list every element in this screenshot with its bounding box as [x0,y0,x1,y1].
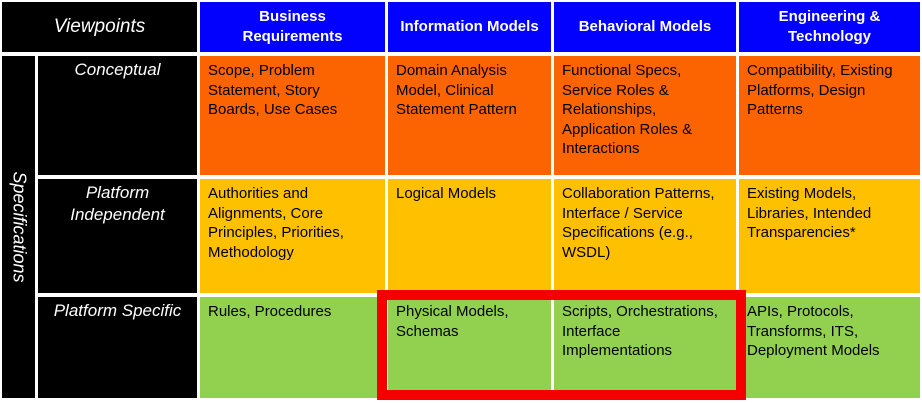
column-header-information-models: Information Models [388,2,551,52]
cell-platform-specific-information-models: Physical Models, Schemas [388,297,551,398]
cell-conceptual-engineering-technology: Compatibility, Existing Platforms, Desig… [739,56,920,175]
column-header-engineering-technology: Engineering & Technology [739,2,920,52]
viewpoints-header: Viewpoints [2,2,197,52]
cell-platform-independent-business-requirements: Authorities and Alignments, Core Princip… [200,179,385,293]
cell-platform-specific-engineering-technology: APIs, Protocols, Transforms, ITS, Deploy… [739,297,920,398]
column-header-business-requirements: Business Requirements [200,2,385,52]
cell-platform-specific-business-requirements: Rules, Procedures [200,297,385,398]
cell-conceptual-behavioral-models: Functional Specs, Service Roles & Relati… [554,56,736,175]
cell-conceptual-business-requirements: Scope, Problem Statement, Story Boards, … [200,56,385,175]
specifications-side-label: Specifications [9,171,29,283]
cell-platform-independent-engineering-technology: Existing Models, Libraries, Intended Tra… [739,179,920,293]
cell-conceptual-information-models: Domain Analysis Model, Clinical Statemen… [388,56,551,175]
row-label-conceptual: Conceptual [38,56,197,175]
cell-platform-independent-information-models: Logical Models [388,179,551,293]
column-header-behavioral-models: Behavioral Models [554,2,736,52]
cell-platform-specific-behavioral-models: Scripts, Orchestrations, Interface Imple… [554,297,736,398]
cell-platform-independent-behavioral-models: Collaboration Patterns, Interface / Serv… [554,179,736,293]
matrix-grid: Viewpoints Business Requirements Informa… [2,2,920,398]
specifications-side-strip: Specifications [2,56,35,398]
row-label-platform-specific: Platform Specific [38,297,197,398]
row-label-platform-independent: Platform Independent [38,179,197,293]
